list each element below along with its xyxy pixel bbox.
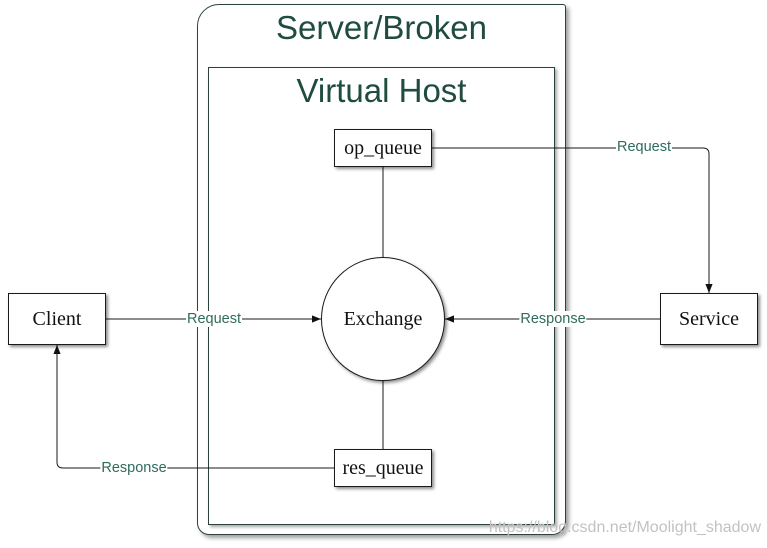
client-node: Client	[8, 293, 106, 345]
res-queue-label: res_queue	[342, 456, 424, 479]
exchange-node: Exchange	[321, 257, 445, 381]
res-queue-response-label: Response	[100, 460, 168, 476]
op-queue-label: op_queue	[344, 136, 422, 159]
exchange-label: Exchange	[343, 307, 423, 330]
service-label: Service	[679, 307, 739, 330]
res-queue-to-client-arrow	[53, 345, 334, 469]
client-label: Client	[32, 307, 82, 330]
res-queue-node: res_queue	[334, 449, 432, 487]
watermark: https://blog.csdn.net/Moolight_shadow	[488, 519, 761, 536]
virtual-host-title: Virtual Host	[296, 72, 467, 109]
op-queue-to-service-arrow	[432, 147, 713, 293]
service-response-label: Response	[519, 311, 587, 327]
client-request-label: Request	[185, 311, 243, 327]
service-node: Service	[660, 293, 758, 345]
server-title: Server/Broken	[276, 9, 487, 46]
op-queue-request-label: Request	[615, 139, 673, 155]
op-queue-node: op_queue	[334, 129, 432, 167]
